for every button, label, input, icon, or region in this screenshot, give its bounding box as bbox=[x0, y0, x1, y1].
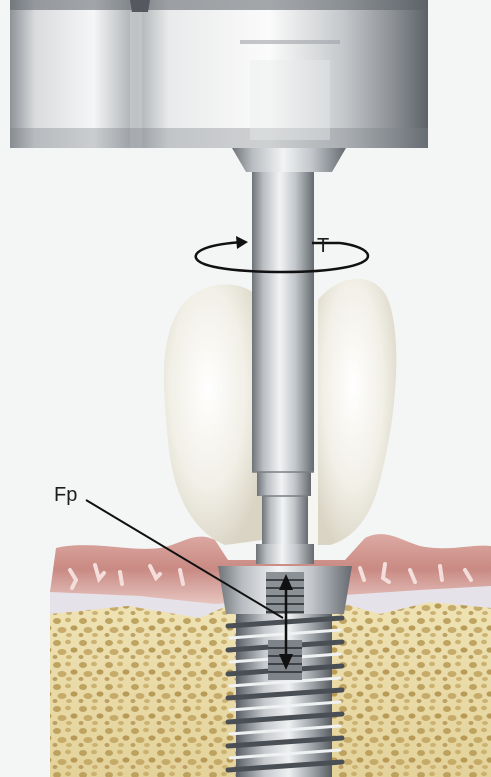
torque-label: T bbox=[317, 236, 329, 256]
driver-head bbox=[10, 0, 428, 148]
preload-force-label: Fp bbox=[54, 485, 77, 505]
